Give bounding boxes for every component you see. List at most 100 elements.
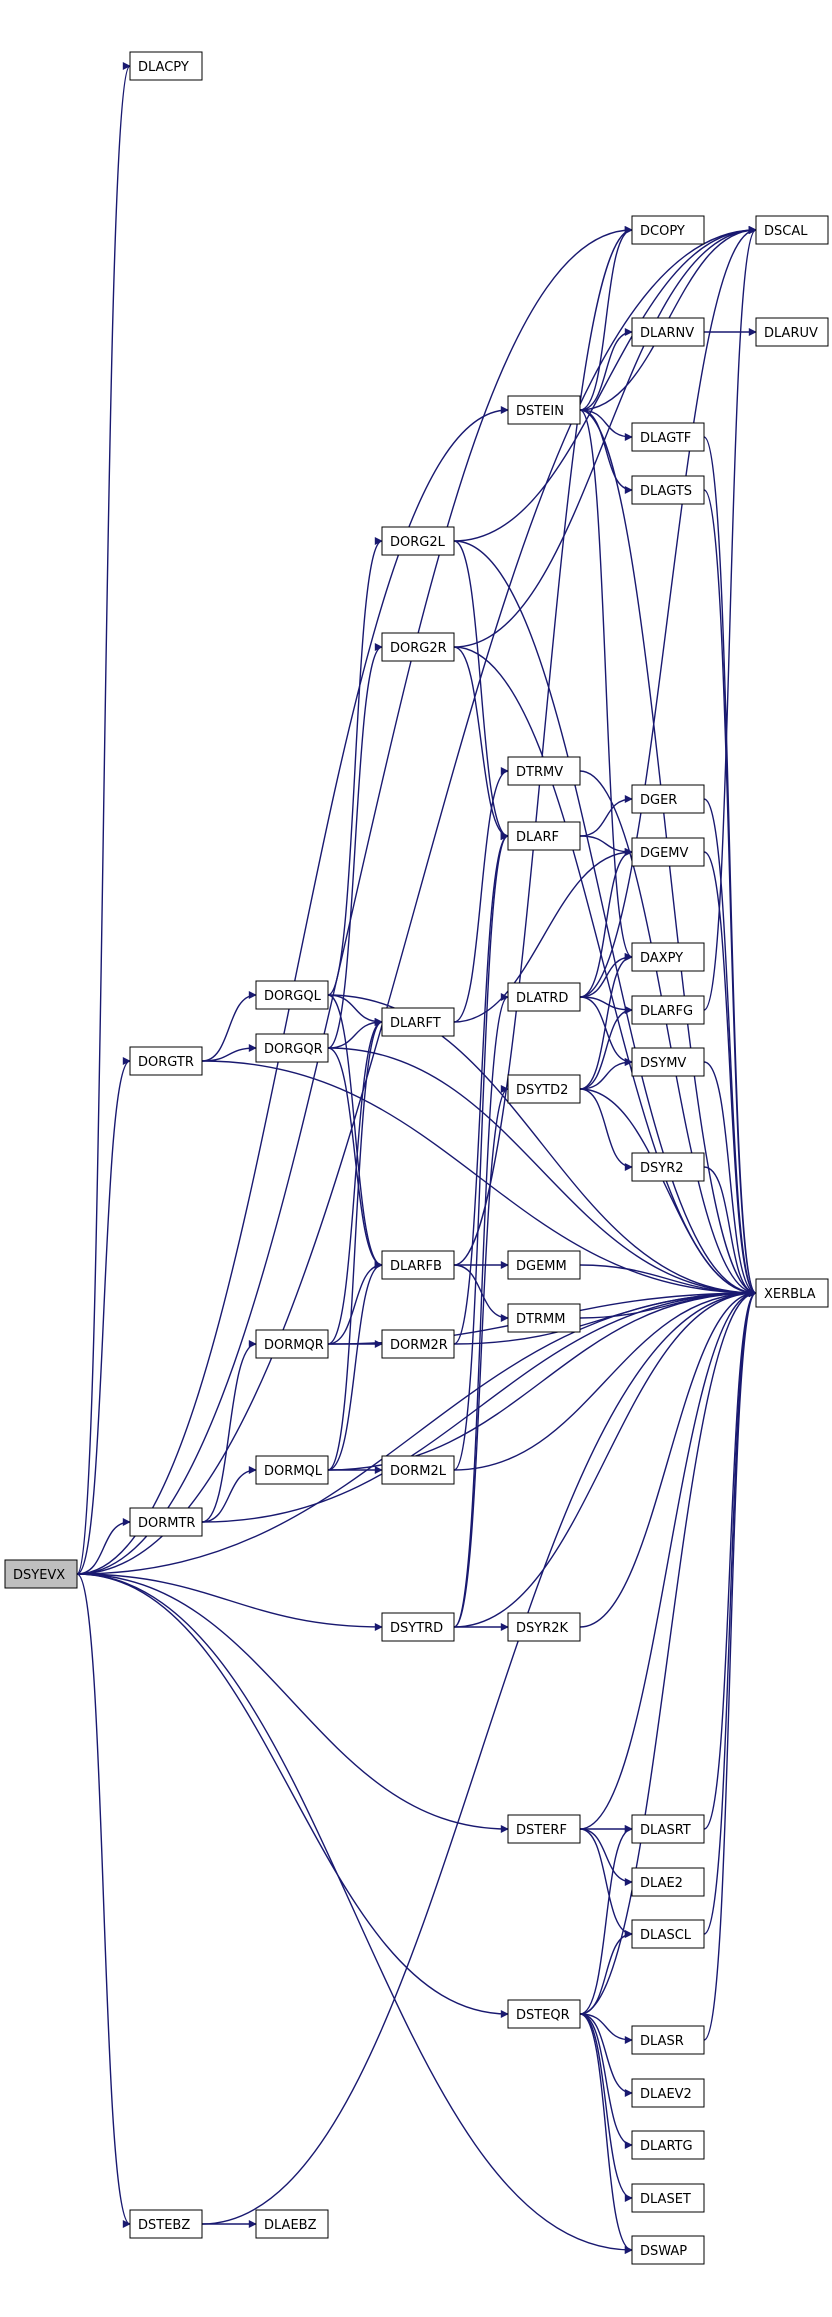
node-dlaev2[interactable]: DLAEV2	[631, 2078, 705, 2108]
node-dlae2[interactable]: DLAE2	[631, 1867, 705, 1897]
edge-dlagts-to-xerbla	[703, 489, 757, 1297]
edge-dsyevx-to-dstebz	[76, 1573, 131, 2228]
node-dswap[interactable]: DSWAP	[631, 2235, 705, 2265]
node-dorg2r[interactable]: DORG2R	[381, 632, 455, 662]
edge-dorg2r-to-dlarf	[453, 646, 509, 840]
node-dsyr2k[interactable]: DSYR2K	[507, 1612, 581, 1642]
node-dsytrd[interactable]: DSYTRD	[381, 1612, 455, 1642]
node-dormql[interactable]: DORMQL	[255, 1455, 329, 1485]
node-dtrmm[interactable]: DTRMM	[507, 1303, 581, 1333]
node-dorg2l[interactable]: DORG2L	[381, 526, 455, 556]
edge-dsyr2-to-xerbla	[703, 1166, 757, 1297]
edge-dsymv-to-xerbla	[703, 1061, 757, 1297]
node-dlarfg[interactable]: DLARFG	[631, 995, 705, 1025]
node-dsyr2[interactable]: DSYR2	[631, 1152, 705, 1182]
edge-dsyevx-to-dlacpy	[76, 62, 131, 1575]
node-dgemm[interactable]: DGEMM	[507, 1250, 581, 1280]
node-dorgql[interactable]: DORGQL	[255, 980, 329, 1010]
node-dormtr-label: DORMTR	[138, 1516, 195, 1531]
node-dlagts[interactable]: DLAGTS	[631, 475, 705, 505]
node-dsytd2[interactable]: DSYTD2	[507, 1074, 581, 1104]
node-dlarf[interactable]: DLARF	[507, 821, 581, 851]
edge-dsyevx-to-dcopy	[76, 226, 633, 1575]
node-dsyevx[interactable]: DSYEVX	[4, 1559, 78, 1589]
edge-dorgqr-to-dlarfb	[327, 1047, 383, 1269]
node-dorm2r[interactable]: DORM2R	[381, 1329, 455, 1359]
node-dlarnv[interactable]: DLARNV	[631, 317, 705, 347]
node-dlacpy-box	[129, 51, 203, 81]
node-dorg2r-label: DORG2R	[390, 641, 447, 656]
node-dsterf[interactable]: DSTERF	[507, 1814, 581, 1844]
node-dtrmm-box	[507, 1303, 581, 1333]
node-dorgqr-box	[255, 1033, 329, 1063]
node-xerbla[interactable]: XERBLA	[755, 1278, 829, 1308]
edge-dlarfb-to-dtrmm	[453, 1264, 509, 1322]
node-dstein-box	[507, 395, 581, 425]
edge-dsytrd-to-xerbla	[453, 1289, 757, 1628]
node-dorgtr-box	[129, 1046, 203, 1076]
node-dorgqr-label: DORGQR	[264, 1042, 323, 1057]
node-dorg2l-label: DORG2L	[390, 535, 446, 550]
edge-dsteqr-to-dlaset	[579, 2013, 633, 2202]
edge-dlatrd-to-daxpy	[579, 953, 633, 998]
node-dlasrt[interactable]: DLASRT	[631, 1814, 705, 1844]
node-dgemv[interactable]: DGEMV	[631, 837, 705, 867]
node-dormqr-label: DORMQR	[264, 1338, 324, 1353]
node-xerbla-box	[755, 1278, 829, 1308]
node-dorg2l-box	[381, 526, 455, 556]
edge-dorgql-to-dlarfb	[327, 994, 383, 1269]
node-dsterf-label: DSTERF	[516, 1823, 567, 1838]
edge-dsyevx-to-dsteqr	[76, 1573, 509, 2018]
node-dlatrd[interactable]: DLATRD	[507, 982, 581, 1012]
edge-dstein-to-dlagts	[579, 409, 633, 494]
edge-dlasrt-to-xerbla	[703, 1289, 757, 1830]
node-dlartg[interactable]: DLARTG	[631, 2130, 705, 2160]
edge-dlatrd-to-dlarfg	[579, 996, 633, 1014]
node-dstebz[interactable]: DSTEBZ	[129, 2209, 203, 2239]
node-dsytrd-box	[381, 1612, 455, 1642]
node-dormql-label: DORMQL	[264, 1464, 323, 1479]
node-daxpy[interactable]: DAXPY	[631, 942, 705, 972]
edge-dtrmm-to-xerbla	[579, 1289, 757, 1319]
node-dlarft[interactable]: DLARFT	[381, 1007, 455, 1037]
node-dsteqr[interactable]: DSTEQR	[507, 1999, 581, 2029]
node-dtrmv[interactable]: DTRMV	[507, 756, 581, 786]
edge-dsteqr-to-dlartg	[579, 2013, 633, 2149]
node-dlarnv-label: DLARNV	[640, 326, 694, 341]
node-dscal[interactable]: DSCAL	[755, 215, 829, 245]
node-dlacpy[interactable]: DLACPY	[129, 51, 203, 81]
node-dger[interactable]: DGER	[631, 784, 705, 814]
node-dscal-box	[755, 215, 829, 245]
edge-dstein-to-dlagtf	[579, 409, 633, 441]
edge-dlatrd-to-dscal	[579, 226, 757, 998]
node-dsymv[interactable]: DSYMV	[631, 1047, 705, 1077]
edges-layer	[76, 62, 757, 2254]
node-dsyr2-box	[631, 1152, 705, 1182]
node-dlaset[interactable]: DLASET	[631, 2183, 705, 2213]
node-dlasr[interactable]: DLASR	[631, 2025, 705, 2055]
node-dcopy[interactable]: DCOPY	[631, 215, 705, 245]
edge-dsteqr-to-dlascl	[579, 1930, 633, 2015]
node-dlaebz[interactable]: DLAEBZ	[255, 2209, 329, 2239]
node-dorm2l[interactable]: DORM2L	[381, 1455, 455, 1485]
node-dorm2l-label: DORM2L	[390, 1464, 447, 1479]
edge-dlascl-to-xerbla	[703, 1289, 757, 1935]
node-dorgtr[interactable]: DORGTR	[129, 1046, 203, 1076]
edge-dormql-to-dlarfb	[327, 1261, 383, 1471]
node-dlagtf[interactable]: DLAGTF	[631, 422, 705, 452]
edge-dorg2l-to-dlarf	[453, 540, 509, 840]
node-dlaruv[interactable]: DLARUV	[755, 317, 829, 347]
node-dormtr[interactable]: DORMTR	[129, 1507, 203, 1537]
node-dlagtf-box	[631, 422, 705, 452]
edge-dlarf-to-dgemv	[579, 835, 633, 856]
node-dlascl[interactable]: DLASCL	[631, 1919, 705, 1949]
node-dstein[interactable]: DSTEIN	[507, 395, 581, 425]
node-dsytrd-label: DSYTRD	[390, 1621, 443, 1636]
node-dormqr[interactable]: DORMQR	[255, 1329, 329, 1359]
node-dorgqr[interactable]: DORGQR	[255, 1033, 329, 1063]
node-dlarfb[interactable]: DLARFB	[381, 1250, 455, 1280]
node-dscal-label: DSCAL	[764, 224, 808, 239]
node-dsyevx-label: DSYEVX	[13, 1568, 65, 1583]
node-dlarfg-box	[631, 995, 705, 1025]
